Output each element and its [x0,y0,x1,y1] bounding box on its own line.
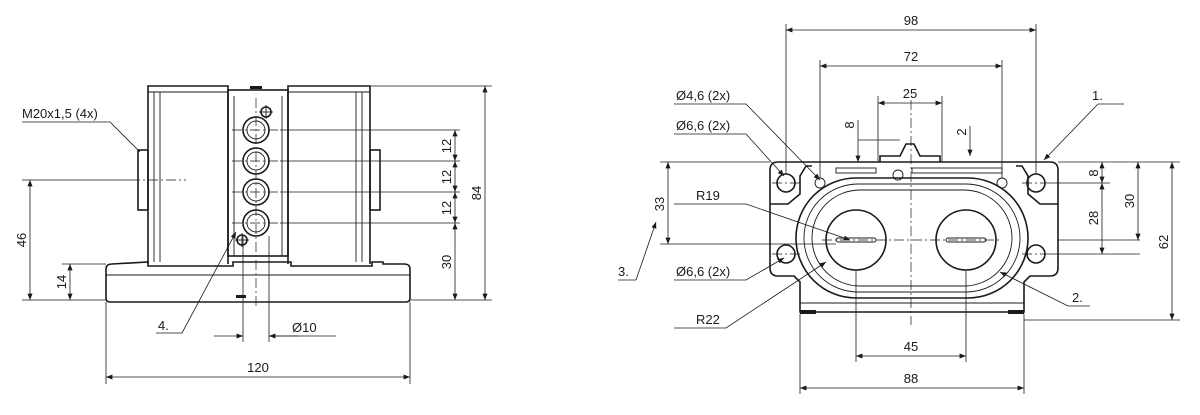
leader-callout-4 [156,231,237,334]
callout-2: 2. [1072,290,1083,305]
dim-text-pitch-3: 12 [439,201,454,215]
callout-4: 4. [158,318,169,333]
leader-r22 [674,261,827,329]
foot-left [800,310,816,314]
dim-text-pitch-2: 12 [439,170,454,184]
leader-hole-46 [674,103,821,181]
dim-text-120: 120 [247,360,269,375]
dim-text-33: 33 [652,197,667,211]
top-tab [250,86,262,89]
top-cap [879,143,941,162]
dim-text-2: 2 [954,128,969,135]
dim-text-88: 88 [904,371,918,386]
leader-callout-1 [1043,103,1124,161]
inner-oval [811,189,1013,287]
front-view: M20x1,5 (4x) 84 12 12 12 30 46 14 120 Ø1… [14,85,492,384]
dim-text-28: 28 [1086,211,1101,225]
dim-text-30: 30 [439,255,454,269]
bottom-tab [236,295,246,298]
right-gland [369,149,381,211]
top-view: 98 72 25 8 2 Ø4,6 (2x) Ø6,6 (2x) Ø6,6 (2… [618,13,1180,394]
leader-hole-66-top [674,133,785,177]
dim-text-45: 45 [904,339,918,354]
foot-right [1008,310,1024,314]
dim-text-pitch-1: 12 [439,139,454,153]
radius-22-label: R22 [696,312,720,327]
top-outline [769,161,1059,313]
leader-hole-66-bottom [674,257,785,281]
small-hole-right [996,177,1008,189]
leader-callout-2 [999,271,1090,307]
dim-text-62: 62 [1156,235,1171,249]
middle-oval [803,183,1021,293]
hole-46-label: Ø4,6 (2x) [676,88,730,103]
dim-text-84: 84 [469,186,484,200]
dim-text-46: 46 [14,233,29,247]
leader-r19 [674,203,851,241]
outer-oval [795,177,1029,299]
hole-66-top-label: Ø6,6 (2x) [676,118,730,133]
bracket-left [770,165,812,205]
dim-text-30: 30 [1122,194,1137,208]
right-block [287,85,371,264]
leader-thread [22,121,141,153]
center-housing [227,89,289,257]
dim-text-98: 98 [904,13,918,28]
dim-text-diameter: Ø10 [292,320,317,335]
small-hole-center [892,169,904,181]
slot-right [911,167,1003,174]
radius-19-label: R19 [696,188,720,203]
hole-66-bottom-label: Ø6,6 (2x) [676,264,730,279]
dim-text-8-right: 8 [1086,169,1101,176]
leader-callout-3 [618,221,657,281]
dim-text-14: 14 [54,275,69,289]
dim-text-72: 72 [904,49,918,64]
callout-1: 1. [1092,88,1103,103]
dim-text-25: 25 [903,86,917,101]
callout-3: 3. [618,264,629,279]
base-plate [105,261,411,303]
dim-text-8-top: 8 [842,121,857,128]
slot-left [835,167,877,174]
bracket-right [1016,165,1058,205]
thread-label: M20x1,5 (4x) [22,106,98,121]
